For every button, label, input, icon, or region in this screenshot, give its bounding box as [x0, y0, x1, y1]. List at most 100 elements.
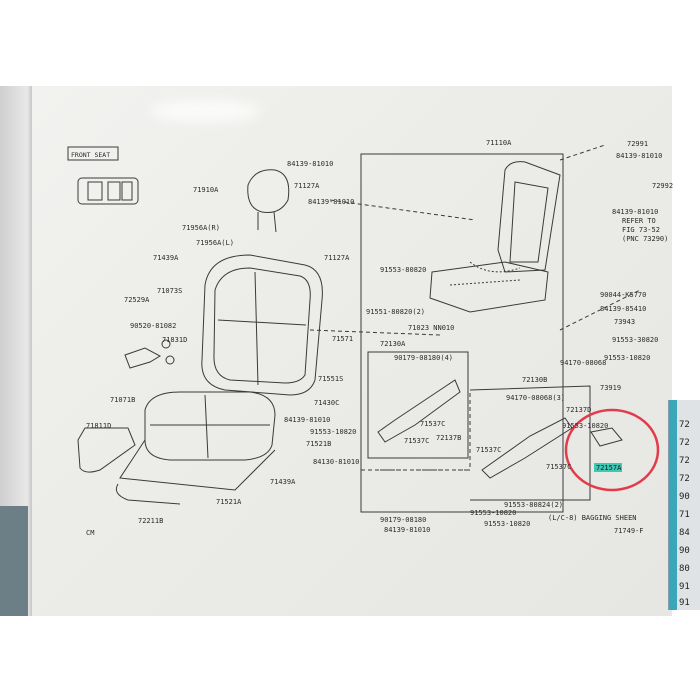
- label-71127A-mid: 71127A: [324, 254, 350, 262]
- label-91551-80820: 91551-80820(2): [366, 308, 425, 316]
- side-number: 84: [679, 528, 690, 538]
- label-71023: 71023 NN010: [408, 324, 454, 332]
- label-71956A-L: 71956A(L): [196, 239, 234, 247]
- frame-pan: [429, 261, 549, 313]
- side-number: 71: [679, 510, 690, 520]
- label-91553-10820-bot: 91553-10820: [484, 520, 530, 528]
- label-71521B: 71521B: [306, 440, 331, 448]
- label-73943: 73943: [614, 318, 635, 326]
- label-71956A-R: 71956A(R): [182, 224, 220, 232]
- cushion-wire: [115, 483, 181, 505]
- side-number: 72: [679, 456, 690, 466]
- label-71910A: 71910A: [193, 186, 219, 194]
- outer-rail-box: [469, 385, 591, 501]
- screen-glare: [150, 100, 260, 122]
- label-94170-b: 94170-08068: [560, 359, 606, 367]
- headrest-shape: [247, 169, 290, 213]
- footer-note: (L/C-8) BAGGING SHEEN: [548, 514, 637, 522]
- label-71831D: 71831D: [162, 336, 187, 344]
- label-91553-foot: 91553-10820: [470, 509, 516, 517]
- label-72992: 72992: [652, 182, 673, 190]
- label-71521A: 71521A: [216, 498, 242, 506]
- adjuster-box-dashed: [360, 390, 471, 471]
- frame-back: [497, 161, 561, 273]
- label-91553-10820-mid: 91553-10820: [310, 428, 356, 436]
- side-cover-shape: [77, 427, 136, 473]
- recliner-lever: [124, 347, 162, 369]
- label-90520: 90520-81082: [130, 322, 176, 330]
- label-84139-a: 84139-81010: [287, 160, 333, 168]
- front-seat-box: [67, 146, 119, 161]
- side-number: 80: [679, 564, 690, 574]
- label-84139-b: 84139-81010: [308, 198, 354, 206]
- side-number: 91: [679, 582, 690, 592]
- parts-diagram-sheet: [32, 86, 672, 616]
- label-91553-80820: 91553-80820: [380, 266, 426, 274]
- left-window-edge: [0, 86, 34, 616]
- label-71551S: 71551S: [318, 375, 343, 383]
- inner-rail: [377, 379, 461, 443]
- label-84139-r2: 84139-81010: [612, 208, 658, 216]
- highlight-circle: [564, 408, 660, 492]
- right-window-panel: 72 72 72 72 90 71 84 90 80 91 91: [668, 400, 700, 610]
- label-72130A: 72130A: [380, 340, 406, 348]
- label-71811D: 71811D: [86, 422, 111, 430]
- label-71071B: 71071B: [110, 396, 135, 404]
- seat-icon-a: [87, 181, 103, 201]
- label-71439A-bot: 71439A: [270, 478, 296, 486]
- right-window-accent: [669, 400, 677, 610]
- seat-icon-c: [121, 181, 133, 201]
- label-84139-r3: 84139-85410: [600, 305, 646, 313]
- label-refer-2: FIG 73-52: [622, 226, 660, 234]
- part-72157A-shape: [590, 427, 623, 447]
- label-refer-3: (PNC 73290): [622, 235, 668, 243]
- label-72137D: 72137D: [566, 406, 591, 414]
- label-84139-bot: 84139-81010: [384, 526, 430, 534]
- label-71537C-c: 71537C: [476, 446, 501, 454]
- label-refer-1: REFER TO: [622, 217, 656, 225]
- label-72130B: 72130B: [522, 376, 547, 384]
- highlight-label: 72157A: [596, 464, 622, 472]
- front-seat-label: FRONT SEAT: [71, 151, 110, 159]
- label-91553-30820: 91553-30820: [612, 336, 658, 344]
- label-91553-10820-r: 91553-10820: [604, 354, 650, 362]
- side-number: 72: [679, 438, 690, 448]
- cushion-pad: [119, 439, 276, 491]
- label-71537C-a: 71537C: [404, 437, 429, 445]
- label-94170: 94170-08068(3): [506, 394, 565, 402]
- label-90044: 90044-K5770: [600, 291, 646, 299]
- label-71073S: 71073S: [157, 287, 182, 295]
- label-71537C-b: 71537C: [420, 420, 445, 428]
- side-number: 72: [679, 474, 690, 484]
- side-number: 72: [679, 420, 690, 430]
- side-number: 91: [679, 598, 690, 608]
- label-71127A-top: 71127A: [294, 182, 320, 190]
- label-71430C: 71430C: [314, 399, 339, 407]
- label-72211B: 72211B: [138, 517, 163, 525]
- frame-back-inner: [509, 181, 549, 263]
- label-72137B: 72137B: [436, 434, 461, 442]
- label-84139-r1: 84139-81010: [616, 152, 662, 160]
- label-91553-10820-r2: 91553-10820: [562, 422, 608, 430]
- label-90179: 90179-08180(4): [394, 354, 453, 362]
- highlight-label-bg: [594, 463, 622, 472]
- label-84130: 84130-81010: [313, 458, 359, 466]
- label-90179-bot: 90179-08180: [380, 516, 426, 524]
- inner-rail-box: [367, 351, 469, 459]
- label-91553-80824: 91553-80824(2): [504, 501, 563, 509]
- footer-code: 71749-F: [614, 527, 644, 535]
- seatback-inner: [213, 267, 311, 384]
- seat-icon-b: [107, 181, 121, 201]
- frame-assembly-box: [360, 153, 564, 513]
- label-72991: 72991: [627, 140, 648, 148]
- seat-icon-frame: [77, 177, 139, 205]
- label-71571: 71571: [332, 335, 353, 343]
- left-window-strip: [0, 506, 28, 616]
- label-71110A: 71110A: [486, 139, 512, 147]
- label-73919: 73919: [600, 384, 621, 392]
- label-71439A-top: 71439A: [153, 254, 179, 262]
- side-number: 90: [679, 546, 690, 556]
- label-71537C-d: 71537C: [546, 463, 571, 471]
